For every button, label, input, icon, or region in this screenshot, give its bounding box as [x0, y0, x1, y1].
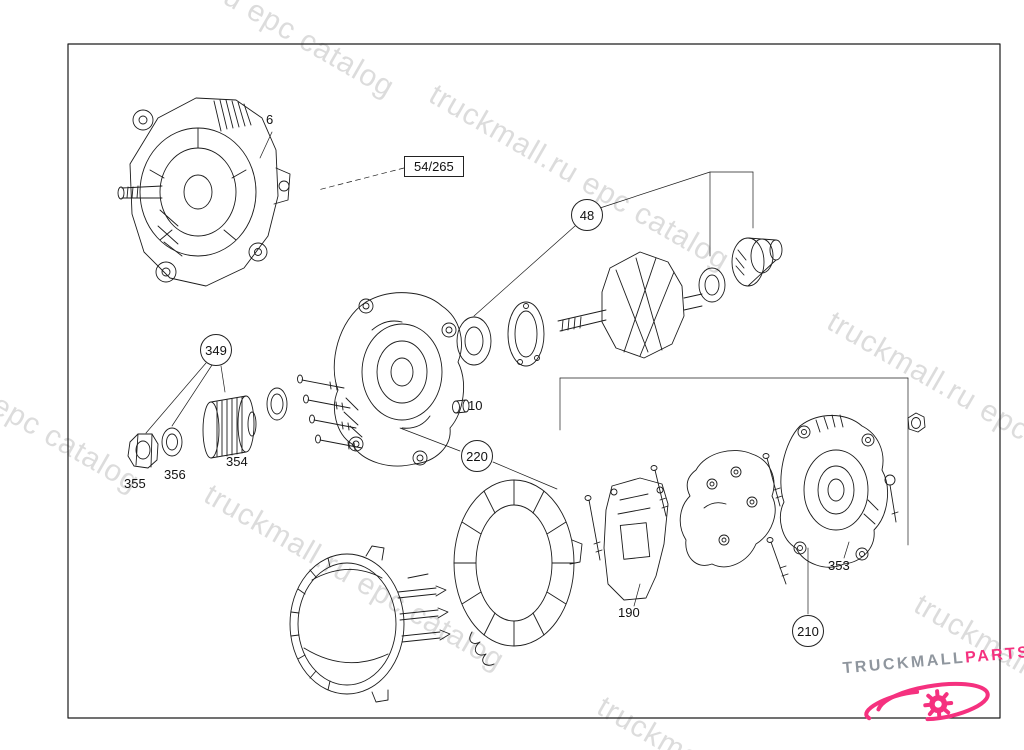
callout-190[interactable]: 190	[618, 605, 640, 620]
stator-stud	[584, 495, 603, 561]
callout-355[interactable]: 355	[124, 476, 146, 491]
callout-6[interactable]: 6	[266, 112, 274, 127]
spacer-ring	[266, 387, 288, 421]
callout-220[interactable]: 220	[461, 440, 493, 472]
terminal-nut	[907, 412, 926, 433]
callout-10[interactable]: 10	[468, 398, 483, 413]
front-housing-screws	[297, 374, 363, 451]
callout-48[interactable]: 48	[571, 199, 603, 231]
sleeve	[452, 399, 470, 414]
rotor-bearing	[698, 267, 726, 303]
slip-ring-end	[731, 237, 783, 287]
alternator-assembly	[117, 97, 291, 287]
callout-210[interactable]: 210	[792, 615, 824, 647]
brand-logo: TRUCKMALLPARTS	[842, 644, 1024, 736]
callout-349[interactable]: 349	[200, 334, 232, 366]
bearing-retainer	[507, 301, 545, 367]
rear-screws	[650, 453, 899, 585]
shaft-nut	[127, 433, 159, 469]
callout-354[interactable]: 354	[226, 454, 248, 469]
leader-lines	[145, 131, 909, 615]
rear-bracket	[780, 414, 888, 568]
callout-54-265[interactable]: 54/265	[404, 156, 464, 177]
stator	[453, 479, 583, 666]
rotor	[557, 251, 703, 359]
voltage-regulator	[603, 477, 669, 601]
washer	[161, 427, 183, 457]
callout-353[interactable]: 353	[828, 558, 850, 573]
rear-cover	[289, 545, 451, 703]
front-bracket	[333, 292, 464, 467]
diagram-border	[67, 43, 1001, 719]
callout-356[interactable]: 356	[164, 467, 186, 482]
rectifier	[679, 450, 776, 568]
front-bearing	[456, 316, 492, 366]
pulley	[202, 395, 257, 459]
logo-swoosh-icon	[864, 682, 990, 722]
